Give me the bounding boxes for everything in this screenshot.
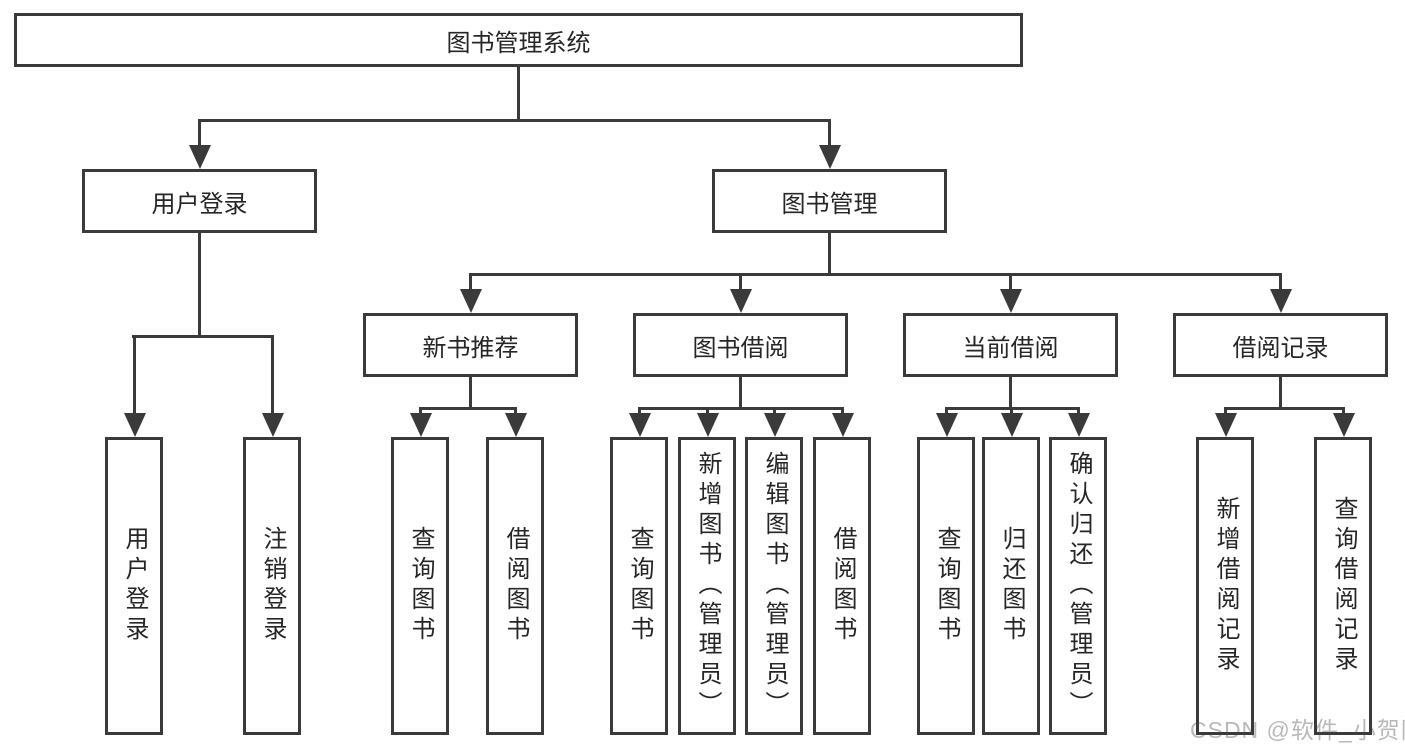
connector-root-stem (517, 67, 520, 119)
down-arrow-icon (1279, 273, 1282, 289)
down-arrow-icon (1010, 407, 1013, 413)
leaf-records-query: 查询借阅记录 (1314, 437, 1372, 735)
leaf-borrow-edit-admin: 编辑图书（管理员） (745, 437, 803, 735)
connector-user-stem (198, 233, 201, 335)
down-arrow-icon (706, 407, 709, 413)
connector-newbook-stem (469, 377, 472, 407)
leaf-borrow-query: 查询图书 (610, 437, 668, 735)
down-arrow-icon (638, 407, 641, 413)
leaf-user-login: 用户登录 (105, 437, 163, 735)
down-arrow-icon (1009, 273, 1012, 289)
node-new-book-recommend: 新书推荐 (363, 313, 578, 377)
leaf-newbook-borrow: 借阅图书 (486, 437, 544, 735)
down-arrow-icon (739, 273, 742, 289)
connector-records-rail (1224, 407, 1345, 410)
down-arrow-icon (773, 407, 776, 413)
connector-borrow-rail (638, 407, 844, 410)
node-borrow-records: 借阅记录 (1173, 313, 1388, 377)
down-arrow-icon (469, 273, 472, 289)
leaf-borrow-borrow: 借阅图书 (813, 437, 871, 735)
down-arrow-icon (945, 407, 948, 413)
down-arrow-icon (271, 335, 274, 413)
down-arrow-icon (841, 407, 844, 413)
connector-newbook-rail (419, 407, 517, 410)
node-current-borrow: 当前借阅 (903, 313, 1118, 377)
down-arrow-icon (828, 119, 831, 145)
connector-current-stem (1009, 377, 1012, 407)
leaf-logout: 注销登录 (243, 437, 301, 735)
leaf-newbook-query: 查询图书 (391, 437, 449, 735)
down-arrow-icon (198, 119, 201, 145)
connector-records-stem (1279, 377, 1282, 407)
connector-book-stem (828, 233, 831, 273)
connector-level3-rail (469, 273, 1282, 276)
connector-level2-rail (198, 119, 831, 122)
leaf-current-confirm-admin: 确认归还（管理员） (1049, 437, 1107, 735)
leaf-current-query: 查询图书 (917, 437, 975, 735)
connector-user-rail (132, 335, 274, 338)
leaf-current-return: 归还图书 (982, 437, 1040, 735)
down-arrow-icon (1077, 407, 1080, 413)
down-arrow-icon (419, 407, 422, 413)
leaf-records-add: 新增借阅记录 (1196, 437, 1254, 735)
connector-borrow-stem (739, 377, 742, 407)
leaf-borrow-add-admin: 新增图书（管理员） (678, 437, 736, 735)
node-book-borrow: 图书借阅 (633, 313, 848, 377)
down-arrow-icon (133, 335, 136, 413)
node-book-management: 图书管理 (712, 169, 947, 233)
down-arrow-icon (1342, 407, 1345, 413)
down-arrow-icon (1224, 407, 1227, 413)
node-root: 图书管理系统 (14, 13, 1023, 67)
watermark: CSDN @软件_小贺同学 (1190, 717, 1405, 743)
node-user-login: 用户登录 (82, 169, 317, 233)
down-arrow-icon (514, 407, 517, 413)
